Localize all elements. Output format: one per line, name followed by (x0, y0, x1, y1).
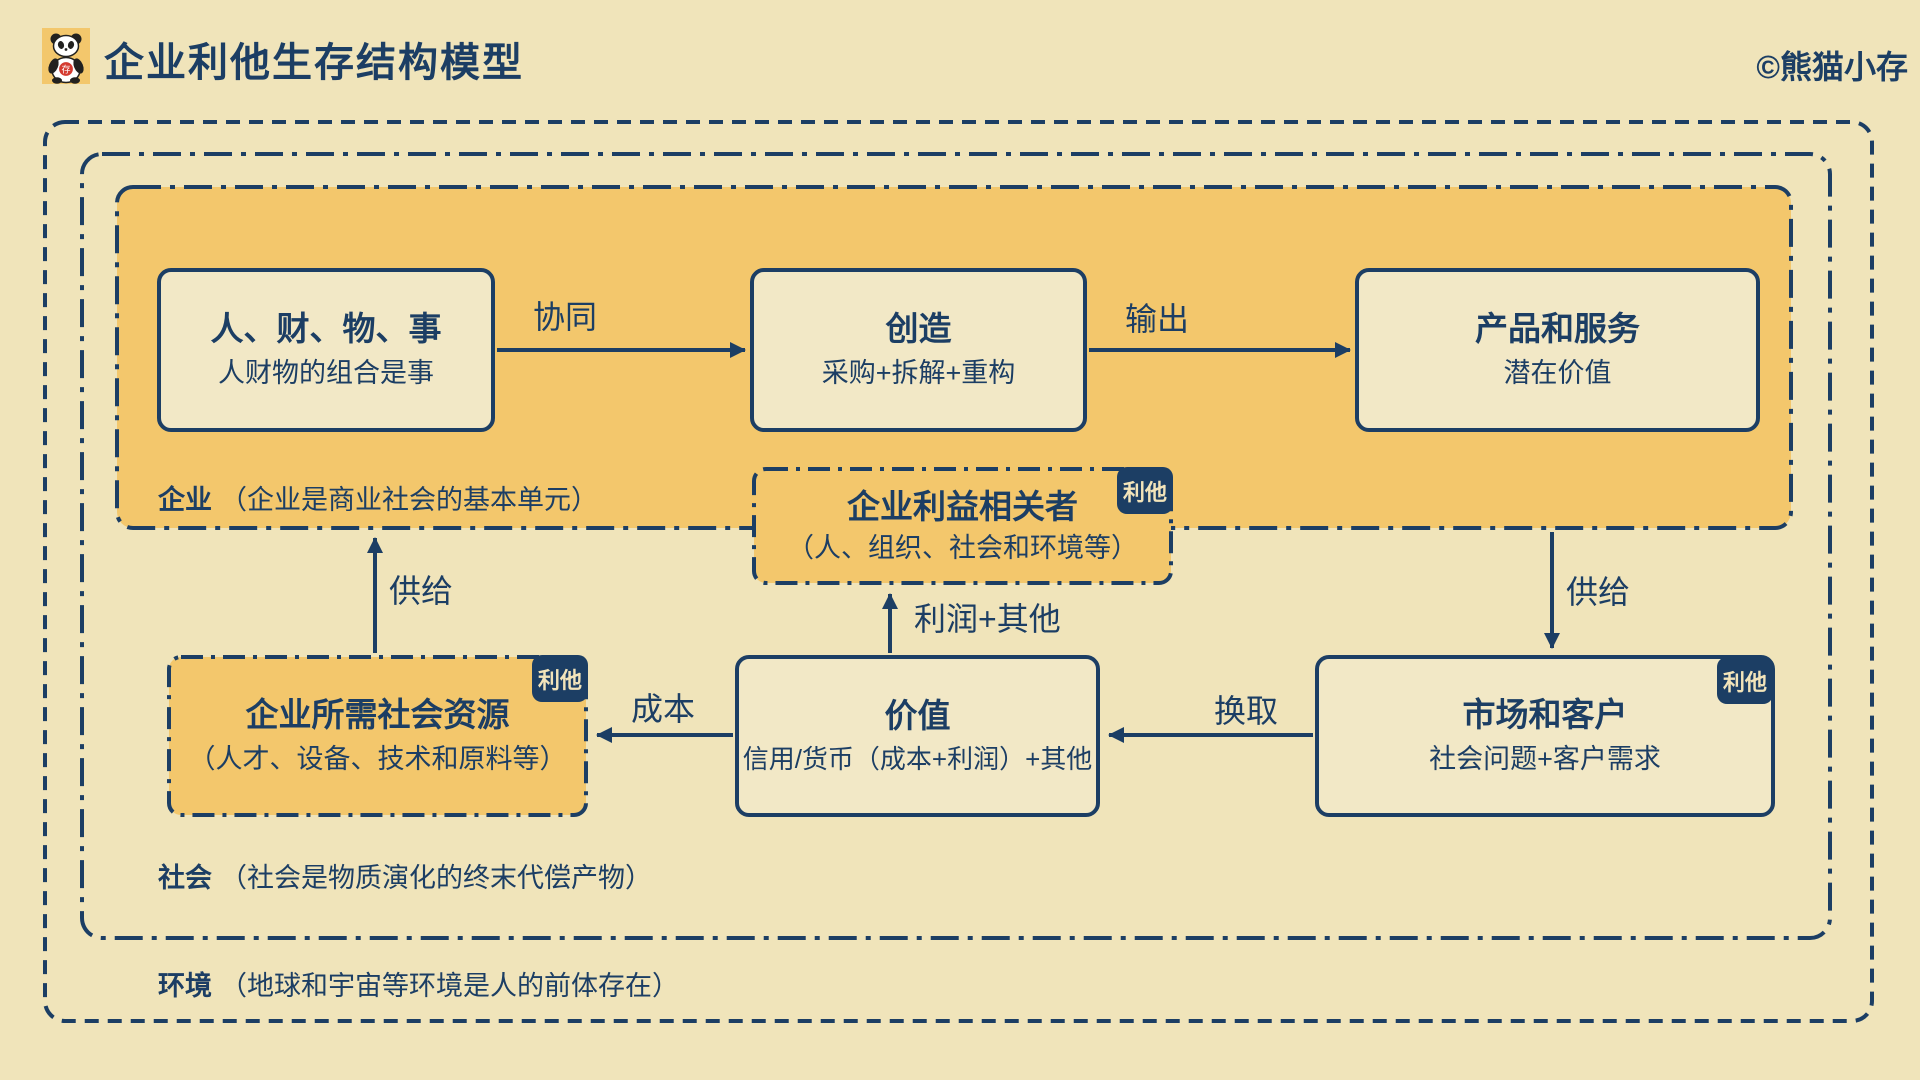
node-stakeholder-subtitle: （人、组织、社会和环境等） (787, 532, 1138, 563)
edge-label-profit: 利润+其他 (914, 601, 1061, 637)
region-society-desc: （社会是物质演化的终末代偿产物） (220, 863, 652, 893)
node-market-subtitle: 社会问题+客户需求 (1429, 744, 1661, 775)
edge-label-supply-left: 供给 (389, 573, 454, 609)
node-value-title: 价值 (884, 696, 951, 734)
node-product: 产品和服务 潜在价值 (1355, 268, 1760, 432)
node-resource: 企业所需社会资源 （人才、设备、技术和原料等） 利他 (167, 655, 588, 817)
altruism-badge-stakeholder: 利他 (1117, 467, 1173, 514)
edge-label-supply-right: 供给 (1566, 574, 1631, 610)
region-society-name: 社会 (158, 863, 212, 893)
region-label-enterprise: 企业 （企业是商业社会的基本单元） (158, 478, 598, 517)
panda-icon: 存 (42, 28, 90, 84)
region-environment-desc: （地球和宇宙等环境是人的前体存在） (220, 971, 679, 1001)
region-enterprise-desc: （企业是商业社会的基本单元） (220, 485, 598, 515)
node-people-subtitle: 人财物的组合是事 (218, 358, 434, 389)
edge-label-cost: 成本 (630, 691, 695, 727)
node-resource-subtitle: （人才、设备、技术和原料等） (188, 744, 567, 775)
altruism-badge-resource: 利他 (532, 655, 588, 702)
node-market: 市场和客户 社会问题+客户需求 利他 (1315, 655, 1775, 817)
altruism-badge-market: 利他 (1717, 657, 1773, 704)
node-people: 人、财、物、事 人财物的组合是事 (157, 268, 495, 432)
node-value: 价值 信用/货币（成本+利润）+其他 (735, 655, 1100, 817)
node-product-title: 产品和服务 (1475, 310, 1640, 348)
node-create: 创造 采购+拆解+重构 (750, 268, 1087, 432)
region-enterprise-name: 企业 (158, 485, 212, 515)
panda-icon-char: 存 (61, 64, 70, 75)
node-people-title: 人、财、物、事 (210, 310, 442, 348)
edge-label-exchange: 换取 (1213, 693, 1278, 729)
copyright-text: ©熊猫小存 (1756, 49, 1908, 85)
edge-label-output: 输出 (1124, 301, 1189, 337)
node-stakeholder: 企业利益相关者 （人、组织、社会和环境等） 利他 (752, 467, 1173, 585)
node-resource-title: 企业所需社会资源 (245, 696, 510, 734)
region-label-environment: 环境 （地球和宇宙等环境是人的前体存在） (158, 964, 679, 1003)
node-create-title: 创造 (885, 310, 952, 348)
node-stakeholder-title: 企业利益相关者 (847, 487, 1078, 525)
region-environment-name: 环境 (158, 971, 212, 1001)
page-title: 企业利他生存结构模型 (104, 41, 524, 85)
node-market-title: 市场和客户 (1462, 696, 1628, 734)
region-label-society: 社会 （社会是物质演化的终末代偿产物） (158, 856, 652, 895)
edge-label-collaborate: 协同 (532, 299, 597, 335)
node-value-subtitle: 信用/货币（成本+利润）+其他 (742, 743, 1093, 774)
node-create-subtitle: 采购+拆解+重构 (821, 358, 1016, 389)
node-product-subtitle: 潜在价值 (1503, 358, 1612, 389)
